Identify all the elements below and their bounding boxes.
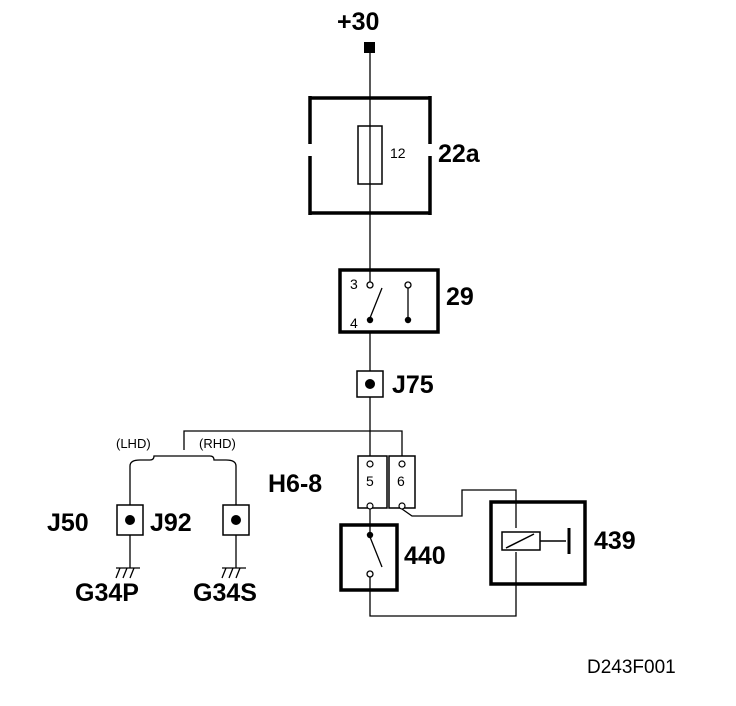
relay-439-label: 439 <box>594 527 636 555</box>
switch-440-label: 440 <box>404 542 446 570</box>
switch-29: 3 4 29 <box>338 268 474 334</box>
junction-j92: J92 G34S <box>150 504 257 607</box>
switch-29-pin-top: 3 <box>350 276 358 292</box>
junction-j75: J75 <box>356 370 434 399</box>
rhd-label: (RHD) <box>199 436 236 451</box>
ground-g34p-label: G34P <box>75 579 139 607</box>
switch-29-pin-bottom: 4 <box>350 315 358 331</box>
fuse-pin: 12 <box>390 145 406 161</box>
junction-j50-label: J50 <box>47 509 89 537</box>
wire-h68-439 <box>401 489 517 528</box>
connector-pin-5: 5 <box>366 473 374 489</box>
wire-to-ground-branch <box>183 430 403 456</box>
variant-bracket <box>129 455 237 505</box>
junction-j50: J50 G34P <box>47 504 144 607</box>
fuse-label: 22a <box>438 140 481 168</box>
connector-pin-6: 6 <box>397 473 405 489</box>
connector-label: H6-8 <box>268 470 322 498</box>
fuse-22a: 12 22a <box>308 96 481 215</box>
ground-g34s-label: G34S <box>193 579 257 607</box>
connector-h6-8: H6-8 5 6 <box>268 455 416 510</box>
supply-terminal <box>364 42 375 53</box>
figure-reference: D243F001 <box>587 657 676 678</box>
switch-29-label: 29 <box>446 283 474 311</box>
supply-label: +30 <box>337 8 379 36</box>
fuse-element <box>357 125 383 185</box>
switch-440: 440 <box>339 509 446 592</box>
lhd-label: (LHD) <box>116 436 151 451</box>
junction-j75-label: J75 <box>392 371 434 399</box>
relay-439: 439 <box>489 500 636 586</box>
junction-j92-label: J92 <box>150 509 192 537</box>
